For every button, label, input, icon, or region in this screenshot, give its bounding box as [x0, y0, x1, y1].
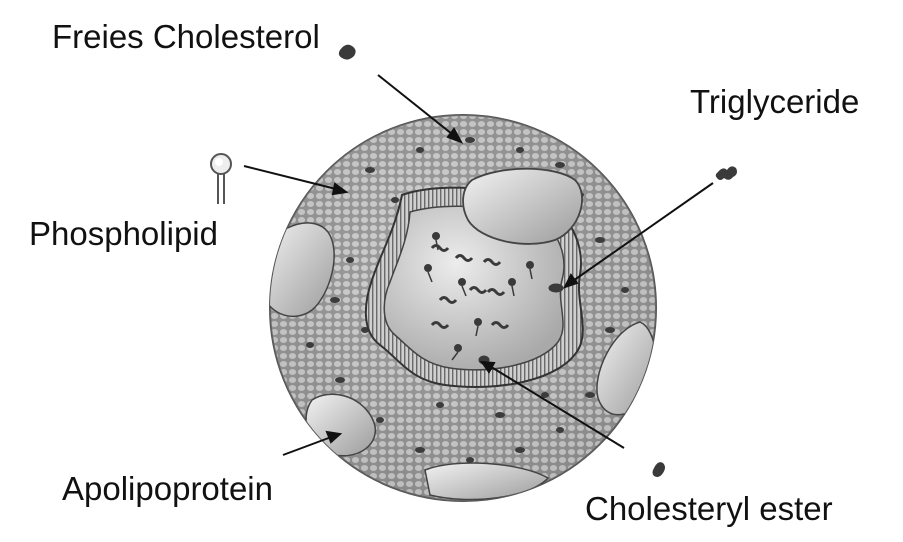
label-triglyceride: Triglyceride: [690, 83, 859, 120]
free-cholesterol-icon: [339, 45, 356, 60]
label-cholesteryl-ester: Cholesteryl ester: [585, 490, 833, 527]
label-free-cholesterol: Freies Cholesterol: [52, 18, 320, 55]
label-phospholipid: Phospholipid: [29, 215, 218, 252]
lipoprotein-particle: [262, 115, 656, 501]
core-triglyceride-target: [549, 284, 563, 292]
apolipoprotein-top-right: [463, 169, 582, 244]
triglyceride-icon: [716, 166, 737, 180]
phospholipid-icon: [211, 154, 231, 204]
label-apolipoprotein: Apolipoprotein: [62, 470, 273, 507]
cholesteryl-ester-icon: [653, 462, 666, 477]
